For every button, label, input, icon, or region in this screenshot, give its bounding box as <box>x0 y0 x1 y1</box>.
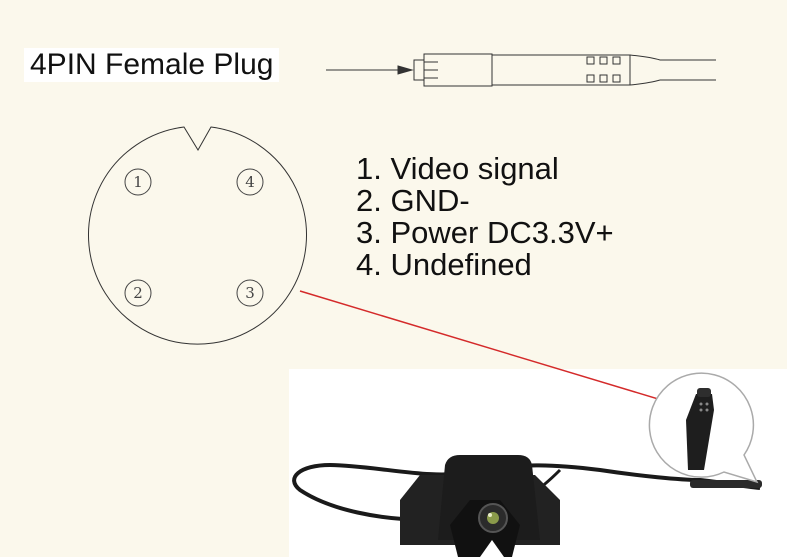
pin-description-2: 2. GND- <box>356 183 470 218</box>
pin-description-1: 1. Video signal <box>356 151 559 186</box>
pin-4: 4 <box>236 168 264 196</box>
pin-2: 2 <box>124 279 152 307</box>
pin-2-number: 2 <box>133 284 143 302</box>
pin-3: 3 <box>236 279 264 307</box>
pin-list: 1. Video signal 2. GND- 3. Power DC3.3V+… <box>356 153 614 281</box>
camera-icon <box>400 455 560 557</box>
pin-1: 1 <box>124 168 152 196</box>
pin-description-4: 4. Undefined <box>356 247 532 282</box>
pin-1-number: 1 <box>133 173 143 191</box>
connector-face-icon <box>88 126 307 345</box>
pin-description-3: 3. Power DC3.3V+ <box>356 215 614 250</box>
pin-3-number: 3 <box>245 284 255 302</box>
callout-line <box>299 290 689 409</box>
plug-drawing <box>326 53 716 87</box>
callout-bubble-icon <box>648 372 759 484</box>
pin-4-number: 4 <box>245 173 255 191</box>
cable-plug-end <box>690 480 762 488</box>
plug-label: 4PIN Female Plug <box>24 48 280 82</box>
